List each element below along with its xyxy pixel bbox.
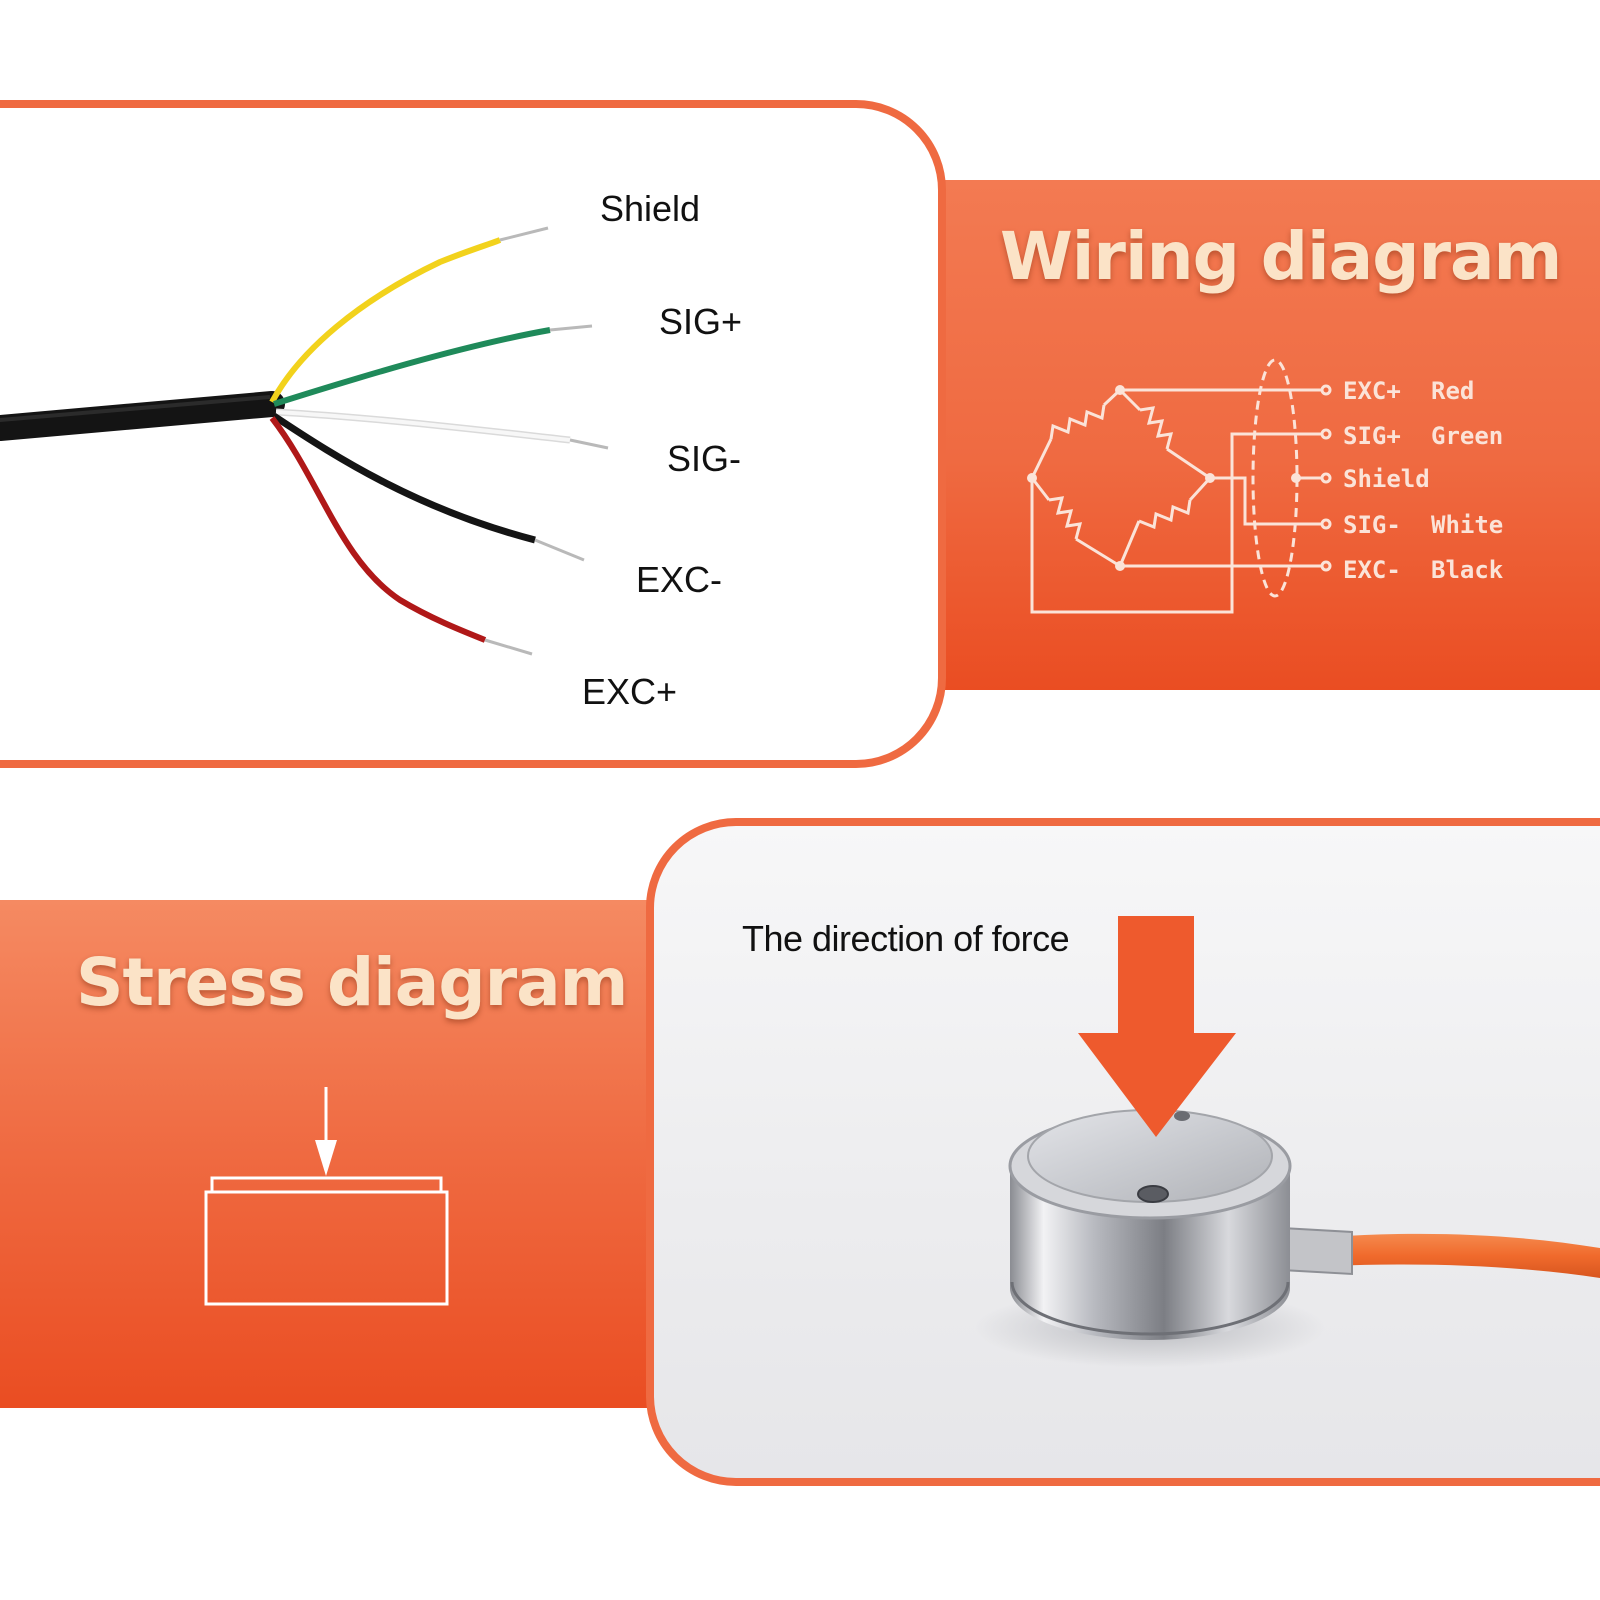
legend-color-red: Red [1431, 377, 1474, 405]
legend-signal-sig-minus: SIG- [1343, 511, 1401, 539]
orange-cable [1330, 1233, 1600, 1278]
stress-diagram-title: Stress diagram [76, 944, 628, 1021]
force-direction-caption: The direction of force [742, 918, 1070, 959]
stress-schematic [204, 1087, 449, 1306]
load-cell-photo [975, 916, 1600, 1368]
legend-signal-exc-minus: EXC- [1343, 556, 1401, 584]
wire-black [272, 413, 536, 544]
wire-label-sig-minus: SIG- [667, 438, 742, 479]
stress-top-plate [210, 1176, 443, 1194]
wire-photo-card [0, 100, 946, 768]
wheatstone-bridge-schematic: EXC+ Red SIG+ Green Shield SIG- White EX… [1027, 358, 1504, 614]
legend-color-white: White [1431, 511, 1503, 539]
legend-color-black: Black [1431, 556, 1504, 584]
shield-ellipse [1251, 358, 1299, 598]
legend-signal-exc-plus: EXC+ [1343, 377, 1401, 405]
wire-label-exc-plus: EXC+ [582, 671, 678, 712]
legend-signal-sig-plus: SIG+ [1343, 422, 1401, 450]
resistor-top-left [1030, 388, 1122, 479]
wire-yellow [269, 237, 502, 404]
legend-color-green: Green [1431, 422, 1503, 450]
legend-signal-shield: Shield [1343, 465, 1430, 493]
wire-label-exc-minus: EXC- [636, 559, 723, 600]
wire-photo [0, 226, 609, 656]
stress-body-block [204, 1190, 449, 1306]
resistor-bottom-left [1030, 477, 1121, 568]
force-arrow-icon [1078, 916, 1236, 1137]
stress-arrow-head [315, 1140, 337, 1176]
wire-red [269, 416, 487, 643]
resistor-bottom-right [1118, 476, 1212, 567]
wire-label-sig-plus: SIG+ [659, 301, 743, 342]
resistor-top-right [1118, 388, 1211, 480]
wire-label-shield: Shield [600, 188, 701, 229]
wire-green [273, 327, 551, 407]
wiring-diagram-title: Wiring diagram [1000, 218, 1562, 295]
cable-gland [1281, 1226, 1353, 1276]
cable-jacket [0, 391, 285, 441]
